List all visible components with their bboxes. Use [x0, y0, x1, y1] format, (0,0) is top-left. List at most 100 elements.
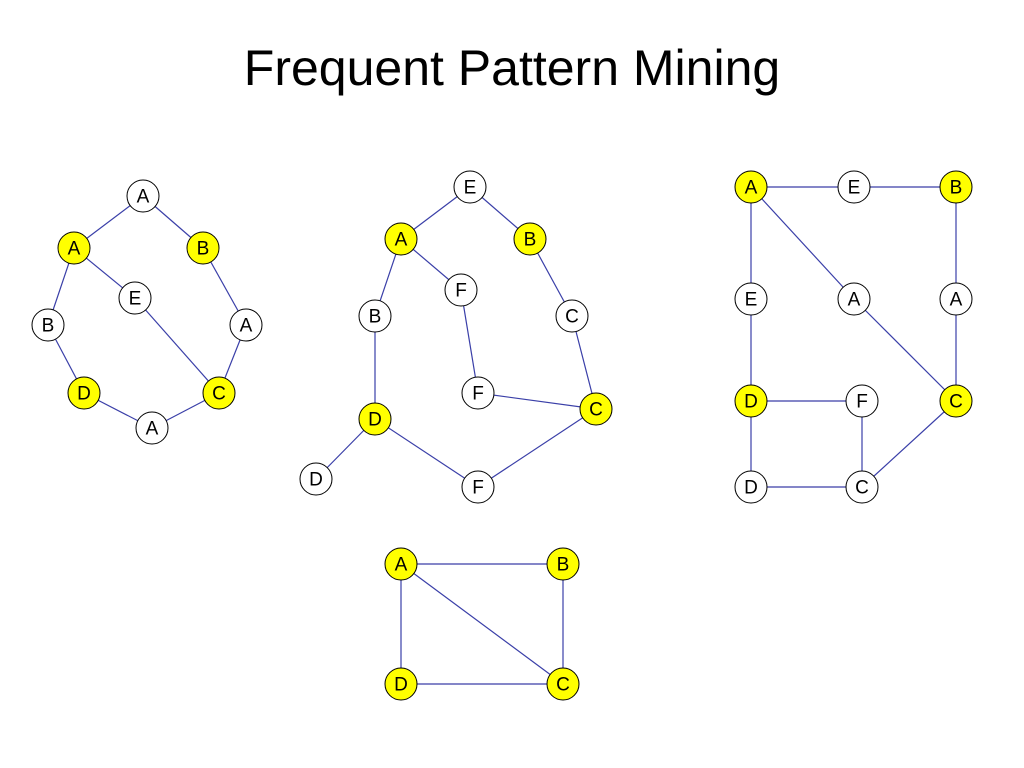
graph-node: C: [845, 470, 879, 504]
node-label: A: [240, 316, 253, 337]
node-circle: [546, 667, 580, 701]
node-label: F: [472, 384, 484, 405]
node-label: A: [745, 178, 758, 199]
graph-node: A: [126, 179, 160, 213]
pattern-graph-edges: [400, 563, 564, 685]
node-label: A: [848, 290, 861, 311]
node-label: D: [744, 478, 758, 499]
node-circle: [358, 299, 392, 333]
node-label: F: [856, 392, 868, 413]
node-label: C: [589, 400, 603, 421]
graph-3: A E B E A A D F C D C: [734, 170, 973, 504]
graph-node: F: [461, 470, 495, 504]
node-label: D: [77, 384, 91, 405]
node-label: B: [197, 239, 210, 260]
node-label: B: [42, 316, 55, 337]
node-label: C: [855, 478, 869, 499]
highlighted-node: C: [939, 384, 973, 418]
node-label: D: [309, 470, 323, 491]
node-circle: [186, 231, 220, 265]
node-circle: [579, 392, 613, 426]
graph-3-nodes: A E B E A A D F C D C: [734, 170, 973, 504]
graph-node: E: [837, 170, 871, 204]
node-label: C: [949, 392, 963, 413]
graph-node: B: [31, 308, 65, 342]
highlighted-node: D: [358, 402, 392, 436]
node-circle: [461, 376, 495, 410]
graph-2: E A B F B C F D C D F: [299, 170, 613, 504]
edge: [750, 186, 855, 300]
node-label: A: [395, 555, 408, 576]
edge: [460, 289, 479, 394]
edge: [853, 298, 957, 402]
graph-node: B: [358, 299, 392, 333]
graph-node: A: [135, 411, 169, 445]
node-circle: [513, 222, 547, 256]
graph-3-edges: [750, 186, 957, 488]
slide-title: Frequent Pattern Mining: [243, 40, 781, 96]
node-circle: [358, 402, 392, 436]
highlighted-node: A: [734, 170, 768, 204]
pattern-graph-nodes: A B D C: [384, 547, 580, 701]
edge: [400, 563, 564, 685]
node-label: F: [455, 281, 467, 302]
graph-node: E: [734, 282, 768, 316]
graph-2-nodes: E A B F B C F D C D F: [299, 170, 613, 504]
pattern-graph: A B D C: [384, 547, 580, 701]
highlighted-node: B: [513, 222, 547, 256]
node-circle: [384, 667, 418, 701]
node-label: A: [950, 290, 963, 311]
highlighted-node: C: [579, 392, 613, 426]
node-circle: [734, 384, 768, 418]
node-circle: [546, 547, 580, 581]
highlighted-node: B: [186, 231, 220, 265]
node-label: B: [369, 307, 382, 328]
highlighted-node: C: [546, 667, 580, 701]
node-circle: [453, 170, 487, 204]
node-label: E: [848, 178, 861, 199]
node-label: B: [557, 555, 570, 576]
node-circle: [461, 470, 495, 504]
highlighted-node: A: [384, 547, 418, 581]
node-label: C: [212, 384, 226, 405]
node-label: D: [368, 410, 382, 431]
highlighted-node: D: [67, 376, 101, 410]
node-circle: [734, 470, 768, 504]
highlighted-node: B: [939, 170, 973, 204]
node-circle: [734, 282, 768, 316]
node-circle: [845, 470, 879, 504]
node-circle: [229, 308, 263, 342]
node-label: F: [472, 478, 484, 499]
node-label: E: [464, 178, 477, 199]
highlighted-node: D: [734, 384, 768, 418]
node-label: E: [129, 289, 142, 310]
node-label: C: [556, 675, 570, 696]
graph-node: F: [461, 376, 495, 410]
highlighted-node: B: [546, 547, 580, 581]
node-circle: [31, 308, 65, 342]
node-label: A: [146, 419, 159, 440]
node-circle: [135, 411, 169, 445]
node-label: B: [950, 178, 963, 199]
node-circle: [384, 547, 418, 581]
node-label: C: [565, 307, 579, 328]
edge: [134, 297, 220, 394]
node-circle: [939, 282, 973, 316]
graph-node: E: [118, 281, 152, 315]
node-label: B: [524, 230, 537, 251]
node-circle: [939, 170, 973, 204]
graph-node: F: [845, 384, 879, 418]
node-label: E: [745, 290, 758, 311]
node-circle: [734, 170, 768, 204]
node-circle: [202, 376, 236, 410]
edge: [477, 392, 597, 410]
highlighted-node: D: [384, 667, 418, 701]
node-circle: [444, 273, 478, 307]
highlighted-node: A: [384, 222, 418, 256]
graph-2-edges: [315, 186, 597, 488]
node-label: A: [395, 230, 408, 251]
node-circle: [118, 281, 152, 315]
